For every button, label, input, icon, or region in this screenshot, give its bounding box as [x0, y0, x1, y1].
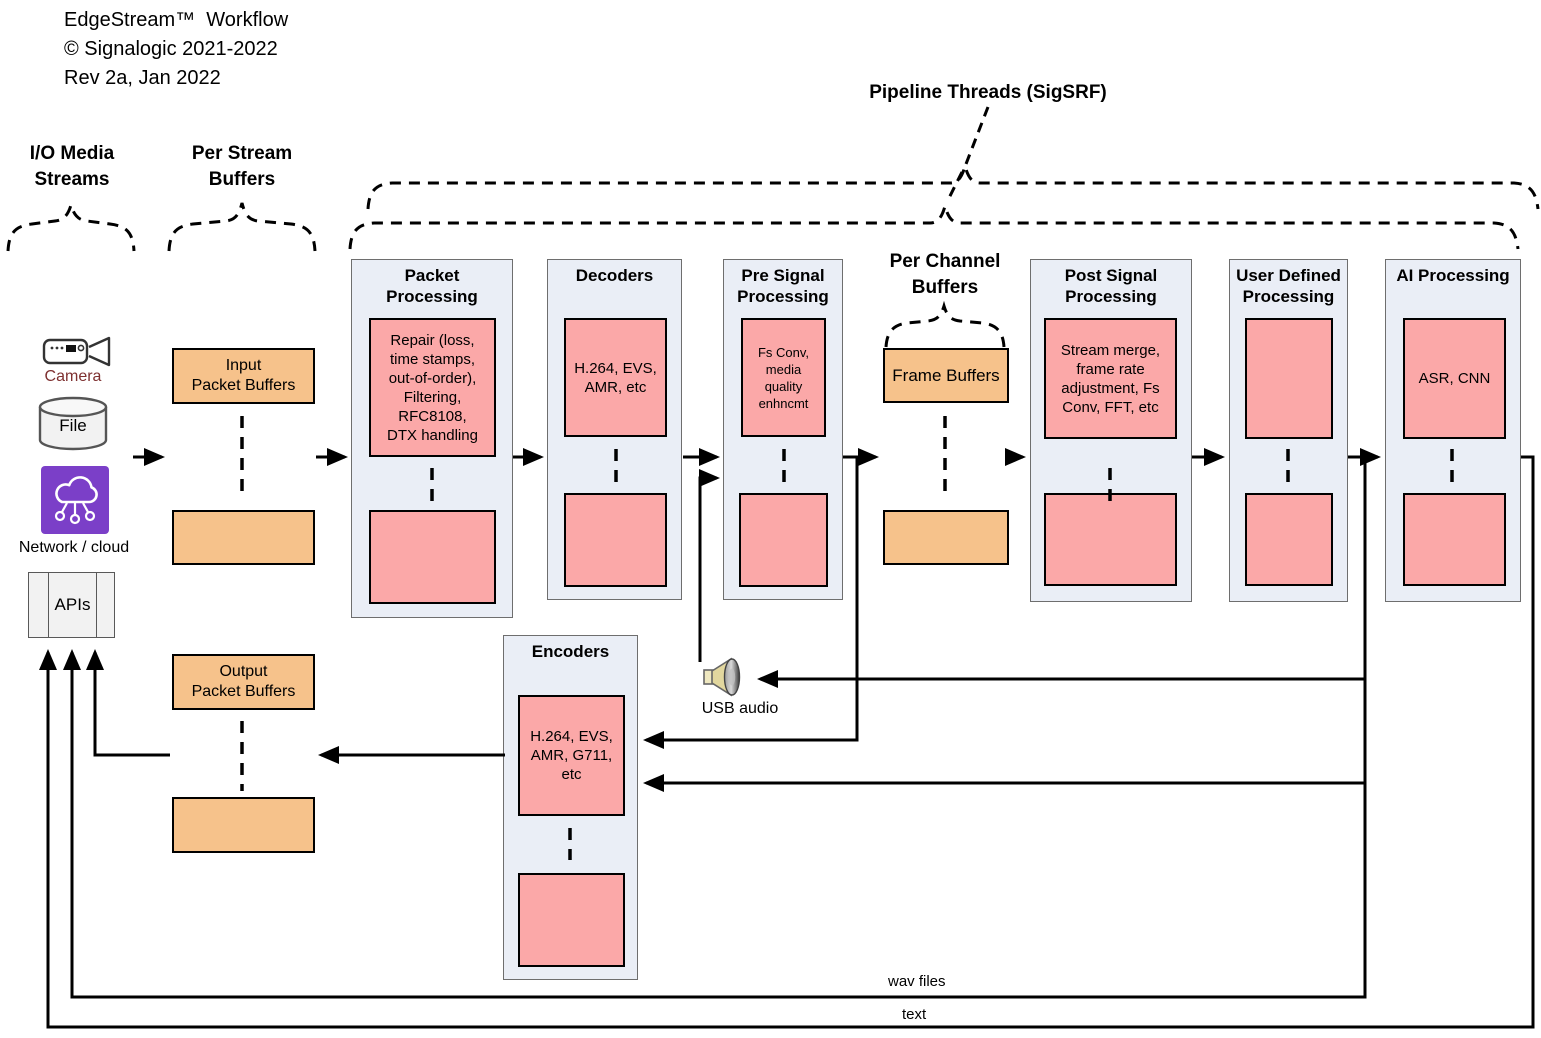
input-packet-buffers-box-2 [172, 510, 315, 565]
revision: Rev 2a, Jan 2022 [64, 67, 221, 89]
brace-per-stream [167, 202, 317, 252]
apis-box: APIs [28, 572, 115, 638]
stage-title: Pre Signal Processing [737, 266, 829, 306]
encoders-module-2 [518, 873, 625, 967]
brace-pipeline-upper [366, 160, 1540, 210]
user-defined-module [1245, 318, 1333, 439]
label-per-channel-buffers: Per Channel Buffers [889, 251, 1001, 298]
ai-processing-module-2 [1403, 493, 1506, 586]
camera-icon [42, 336, 111, 367]
stage-decoders: Decoders H.264, EVS, AMR, etc [547, 259, 682, 600]
pipeline-label-pointer-2 [945, 171, 964, 203]
label-per-stream-buffers: Per Stream Buffers [191, 143, 293, 190]
apis-label: APIs [49, 573, 97, 637]
header: EdgeStream™ Workflow © Signalogic 2021-2… [64, 6, 288, 93]
pipeline-label-pointer [964, 106, 990, 165]
camera-label: Camera [44, 368, 102, 385]
network-cloud-label: Network / cloud [18, 539, 130, 556]
wav-files-label: wav files [888, 973, 946, 990]
apis-cell [29, 573, 49, 637]
text-label: text [902, 1006, 927, 1023]
speaker-icon [703, 657, 741, 697]
file-cylinder-icon [38, 396, 108, 451]
decoders-module-2 [564, 493, 667, 587]
arrow-output-buffers-to-apis [86, 649, 170, 757]
stage-title: Post Signal Processing [1064, 266, 1158, 306]
ai-processing-module: ASR, CNN [1403, 318, 1506, 439]
frame-buffers-box: Frame Buffers [883, 348, 1009, 403]
pre-signal-module: Fs Conv, media quality enhncmt [741, 318, 826, 437]
arrow-usb-audio-to-pre-signal [698, 469, 720, 662]
user-defined-module-2 [1245, 493, 1333, 586]
file-label: File [59, 416, 87, 435]
diagram-title: EdgeStream™ Workflow [64, 9, 289, 31]
stage-packet-processing: Packet Processing Repair (loss, time sta… [351, 259, 513, 618]
stage-title: Decoders [575, 266, 654, 285]
stage-post-signal-processing: Post Signal Processing Stream merge, fra… [1030, 259, 1192, 602]
decoders-module: H.264, EVS, AMR, etc [564, 318, 667, 437]
stage-title: User Defined Processing [1236, 266, 1341, 306]
frame-buffers-box-2 [883, 510, 1009, 565]
brace-io-media [6, 199, 136, 252]
copyright: © Signalogic 2021-2022 [64, 38, 278, 60]
network-cloud-icon [41, 466, 109, 534]
encoders-module: H.264, EVS, AMR, G711, etc [518, 695, 625, 816]
stage-user-defined-processing: User Defined Processing [1229, 259, 1348, 602]
stage-title: Packet Processing [386, 266, 478, 306]
stage-title: Encoders [531, 642, 610, 661]
packet-processing-module: Repair (loss, time stamps, out-of-order)… [369, 318, 496, 457]
stage-encoders: Encoders H.264, EVS, AMR, G711, etc [503, 635, 638, 980]
post-signal-module-2 [1044, 493, 1177, 586]
brace-pipeline-lower [348, 200, 1520, 250]
output-packet-buffers-box-2 [172, 797, 315, 853]
input-packet-buffers-box: Input Packet Buffers [172, 348, 315, 404]
output-packet-buffers-box: Output Packet Buffers [172, 654, 315, 710]
packet-processing-module-2 [369, 510, 496, 604]
pre-signal-module-2 [739, 493, 828, 587]
usb-audio-label: USB audio [701, 700, 779, 717]
post-signal-module: Stream merge, frame rate adjustment, Fs … [1044, 318, 1177, 439]
label-io-media-streams: I/O Media Streams [29, 143, 115, 190]
brace-per-channel [884, 300, 1006, 348]
label-pipeline-threads: Pipeline Threads (SigSRF) [869, 82, 1107, 103]
stage-ai-processing: AI Processing ASR, CNN [1385, 259, 1521, 602]
apis-cell [97, 573, 114, 637]
stage-title: AI Processing [1396, 266, 1510, 285]
stage-pre-signal-processing: Pre Signal Processing Fs Conv, media qua… [723, 259, 843, 600]
